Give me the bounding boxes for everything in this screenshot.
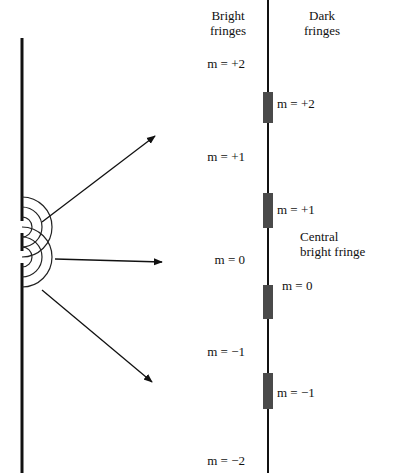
dark-order-label: m = −1 (277, 386, 315, 401)
bright-order-label: m = +1 (207, 150, 245, 165)
bright-order-label: m = 0 (215, 253, 245, 268)
dark-fringe-bands (263, 92, 273, 409)
bright-order-label: m = +2 (207, 57, 245, 72)
wavefronts (22, 197, 52, 287)
slit-barrier (21, 38, 24, 473)
central-fringe-label: Central bright fringe (300, 230, 369, 260)
bright-order-label: m = −1 (207, 345, 245, 360)
dark-order-label: m = +1 (277, 203, 315, 218)
dark-order-label: m = +2 (277, 97, 315, 112)
dark-order-label: m = 0 (282, 279, 312, 294)
bright-order-label: m = −2 (207, 454, 245, 469)
ray-arrows (42, 136, 162, 382)
column-heading: Bright fringes (205, 9, 251, 39)
column-heading: Dark fringes (299, 9, 345, 39)
